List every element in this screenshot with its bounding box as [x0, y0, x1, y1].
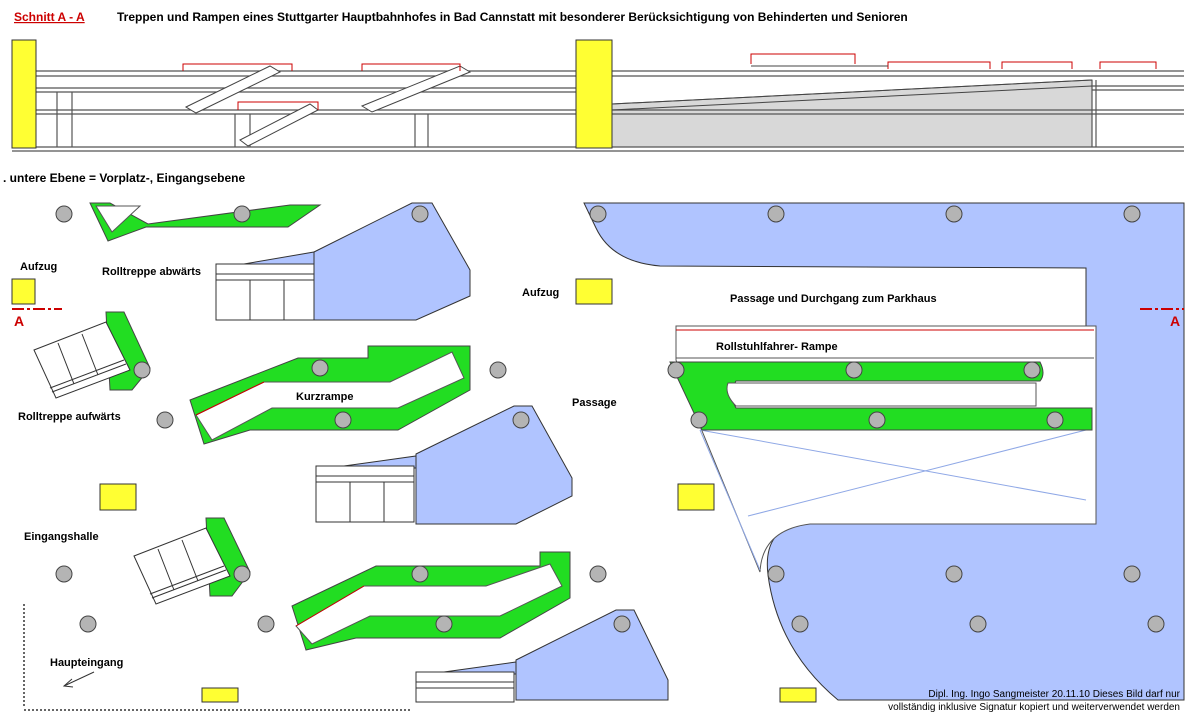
column — [257, 615, 275, 633]
section-label: Schnitt A - A — [14, 10, 85, 24]
column — [133, 361, 151, 379]
wheelchair-ramp-gap — [726, 382, 1037, 407]
platform-right — [583, 202, 1185, 701]
column — [55, 205, 73, 223]
elevator-hall — [99, 483, 137, 511]
platform-top — [313, 202, 471, 321]
column — [512, 411, 530, 429]
label-aufzug-center: Aufzug — [522, 287, 559, 299]
column — [79, 615, 97, 633]
short-ramp-gap — [195, 351, 465, 441]
platform-bottom — [515, 609, 669, 701]
column — [435, 615, 453, 633]
column — [1123, 565, 1141, 583]
elevator-right — [677, 483, 715, 511]
label-passage-parkhaus: Passage und Durchgang zum Parkhaus — [730, 293, 937, 305]
section-view — [11, 39, 1184, 152]
column — [589, 205, 607, 223]
short-ramp-red-edge — [195, 381, 265, 416]
credit-line-2: vollständig inklusive Signatur kopiert u… — [888, 702, 1180, 713]
column — [791, 615, 809, 633]
elevator-left — [11, 278, 36, 305]
label-passage: Passage — [572, 397, 617, 409]
column — [233, 205, 251, 223]
column — [945, 205, 963, 223]
column — [233, 565, 251, 583]
column — [1123, 205, 1141, 223]
passage-cross-lines — [699, 429, 1087, 571]
section-ramp-lines — [611, 65, 1093, 111]
column — [969, 615, 987, 633]
column — [489, 361, 507, 379]
column — [667, 361, 685, 379]
column — [411, 205, 429, 223]
label-escalator-down: Rolltreppe abwärts — [102, 266, 201, 278]
section-elevator-left — [11, 39, 37, 149]
elevator-bottom-right — [779, 687, 817, 703]
column — [1046, 411, 1064, 429]
column — [1147, 615, 1165, 633]
column — [767, 565, 785, 583]
escalator-up-bottom — [133, 517, 251, 605]
column — [589, 565, 607, 583]
label-wheelchair-ramp: Rollstuhlfahrer- Rampe — [716, 341, 838, 353]
column — [411, 565, 429, 583]
column — [767, 205, 785, 223]
lower-ramp-red-edge — [295, 585, 365, 627]
lower-ramp-gap — [295, 563, 563, 645]
label-escalator-up: Rolltreppe aufwärts — [18, 411, 121, 423]
column — [690, 411, 708, 429]
column — [845, 361, 863, 379]
section-mark-left: A — [14, 313, 24, 329]
escalator-down-middle — [315, 465, 415, 523]
section-elevator-center — [575, 39, 613, 149]
column — [868, 411, 886, 429]
escalator-down-bottom — [415, 671, 515, 703]
elevator-bottom-left — [201, 687, 239, 703]
column — [945, 565, 963, 583]
column — [156, 411, 174, 429]
column — [55, 565, 73, 583]
columns — [55, 205, 1165, 633]
wheelchair-ramp — [669, 361, 1093, 431]
label-main-entrance: Haupteingang — [50, 657, 123, 669]
section-mark-right: A — [1170, 313, 1180, 329]
diagram-title: Treppen und Rampen eines Stuttgarter Hau… — [117, 10, 908, 24]
platform-top-tab — [243, 251, 315, 265]
column — [334, 411, 352, 429]
platform-middle — [415, 405, 573, 525]
credit-line-1: Dipl. Ing. Ingo Sangmeister 20.11.10 Die… — [928, 689, 1180, 700]
ramp-top-left-gap — [95, 205, 142, 233]
column — [311, 359, 329, 377]
label-entrance-hall: Eingangshalle — [24, 531, 99, 543]
elevator-center — [575, 278, 613, 305]
label-aufzug-left: Aufzug — [20, 261, 57, 273]
escalator-up-top — [33, 311, 151, 399]
label-short-ramp: Kurzrampe — [296, 391, 353, 403]
level-title: . untere Ebene = Vorplatz-, Eingangseben… — [3, 171, 245, 185]
entrance-arrow-icon — [62, 671, 95, 688]
section-escalators — [184, 65, 472, 147]
column — [613, 615, 631, 633]
column — [1023, 361, 1041, 379]
escalator-down-top — [215, 263, 315, 321]
